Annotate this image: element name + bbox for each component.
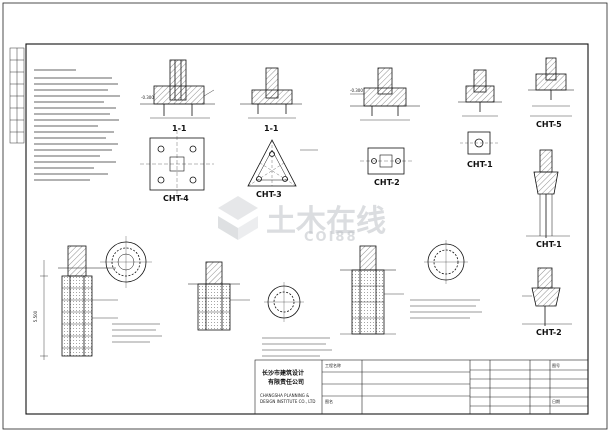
- caption-plan-cht4: CHT-4: [163, 194, 189, 203]
- cap-plan-cht2: [360, 147, 412, 175]
- caption-pile-cht2: CHT-2: [536, 328, 562, 337]
- pile-column-right-a: [526, 149, 570, 238]
- caption-section-a: 1-1: [172, 124, 187, 133]
- dimension-label-left: 5.500: [33, 310, 39, 323]
- title-block-grid: [254, 359, 589, 415]
- notes-bottom-left: [112, 323, 162, 343]
- company-name-en-1: CHANGSHA PLANNING &: [260, 393, 310, 398]
- cap-section-a: [140, 59, 215, 119]
- notes-bottom-right: [410, 299, 482, 319]
- caption-plan-cht2: CHT-2: [374, 178, 400, 187]
- cap-section-e: [528, 57, 574, 117]
- date-label: 日期: [552, 399, 560, 404]
- drawing-number-label: 图号: [552, 363, 560, 368]
- cap-section-d: [458, 69, 502, 117]
- watermark-text: 土木在线: [266, 204, 386, 239]
- company-name-cn-1: 长沙市建筑设计: [262, 370, 305, 377]
- company-name-cn-2: 有限责任公司: [268, 379, 305, 386]
- project-name-label: 工程名称: [325, 363, 341, 368]
- cap-plan-cht1: [460, 131, 498, 155]
- caption-plan-cht3: CHT-3: [256, 190, 282, 199]
- caption-plan-cht1: CHT-1: [467, 160, 493, 169]
- cap-section-b: [240, 67, 302, 119]
- drawing-name-label: 图名: [325, 399, 333, 404]
- bored-pile-elevation-b: [188, 261, 250, 331]
- bored-pile-elevation-c: [340, 245, 404, 335]
- bored-pile-elevation-a: [40, 245, 118, 360]
- caption-section-b: 1-1: [264, 124, 279, 133]
- pile-cross-section-a: [100, 236, 152, 288]
- general-notes: [34, 69, 120, 181]
- cap-plan-cht3: [247, 139, 318, 187]
- elevation-label-b: -0.300: [350, 88, 363, 93]
- elevation-label-a: -0.300: [141, 95, 154, 100]
- cap-section-c: [350, 67, 420, 121]
- caption-pile-cht1: CHT-1: [536, 240, 562, 249]
- notes-bottom-middle: [262, 337, 332, 357]
- caption-section-cht5: CHT-5: [536, 120, 562, 129]
- watermark-subtext: COI88: [304, 230, 358, 245]
- binding-strip: [9, 47, 25, 144]
- diamond-logo-icon: [218, 196, 258, 240]
- cap-plan-cht4: [140, 130, 214, 198]
- company-name-en-2: DESIGN INSTITUTE CO., LTD: [260, 399, 316, 404]
- pile-cross-section-c: [424, 240, 468, 284]
- pile-cross-section-b: [264, 282, 304, 322]
- pile-column-right-b: [522, 267, 572, 326]
